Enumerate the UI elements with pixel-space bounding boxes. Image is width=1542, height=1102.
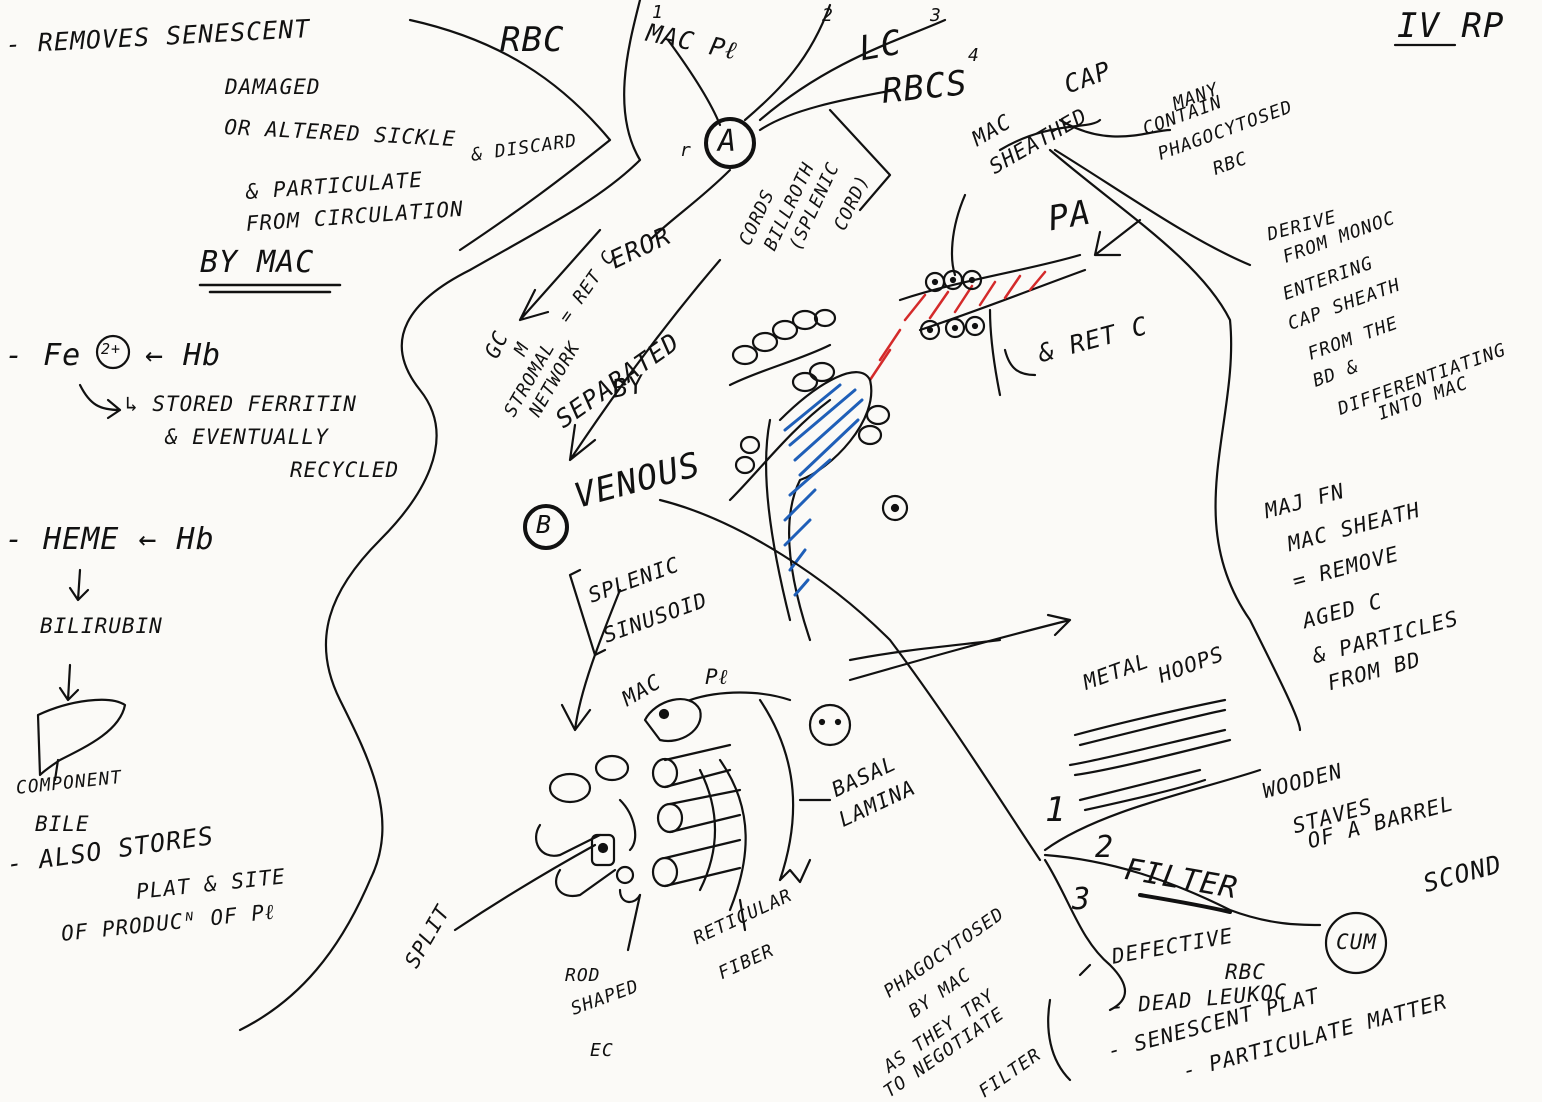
heme-line: - HEME ← Hb — [5, 522, 215, 557]
filter-underline — [1138, 893, 1232, 914]
cum-label: CUM — [1336, 930, 1377, 954]
arrow-to-gc — [518, 228, 602, 322]
circle-a — [704, 117, 756, 169]
sinus-blue-hatch — [783, 383, 864, 597]
ret-c-line — [1003, 348, 1037, 377]
circle-b-label: B — [536, 510, 553, 539]
fe-charge-circle — [95, 334, 131, 370]
sheath-cells — [919, 269, 986, 341]
fe-arrow — [78, 383, 122, 420]
fe-stored: ↳ STORED FERRITIN — [125, 392, 357, 416]
by-mac-underline — [198, 283, 342, 294]
phago-bracket — [1047, 998, 1072, 1082]
metal-hoop-3 — [1078, 768, 1207, 812]
bilirubin-arrow — [58, 663, 80, 702]
filter-line-3 — [1043, 858, 1126, 1012]
line-a-mac — [666, 38, 722, 127]
vessel-lower — [918, 268, 1087, 332]
fe-recycled: RECYCLED — [290, 458, 400, 482]
cap-line — [998, 118, 1102, 152]
r-label: r — [680, 140, 692, 161]
lc-label: LC — [856, 22, 906, 70]
filter-line-1 — [1043, 768, 1262, 852]
cum-circle — [1324, 911, 1388, 975]
venous-to-filter-line — [658, 498, 1042, 862]
note-removes-line2: DAMAGED — [225, 75, 321, 99]
cords-bracket — [828, 108, 892, 212]
rod-shaped-3: EC — [590, 1040, 614, 1061]
bilirubin-label: BILIRUBIN — [40, 614, 163, 638]
line-a-rbcs — [758, 88, 897, 132]
lc-number: 3 — [930, 5, 942, 26]
line-a-lc — [758, 18, 947, 122]
liver-icon — [36, 698, 127, 777]
liver-to-bile — [53, 758, 60, 782]
sinusoid-bracket — [568, 568, 607, 657]
rbc-label: RBC — [500, 20, 565, 60]
pl-label: Pℓ — [705, 665, 729, 689]
spleen-outline-right — [1048, 148, 1302, 732]
metal-hoop-2 — [1068, 728, 1232, 777]
sinus-line — [728, 398, 832, 502]
circle-b — [523, 504, 569, 550]
many-contain-line — [1058, 118, 1172, 138]
fe-line: - Fe — [5, 338, 82, 373]
vessel-branch — [988, 308, 1002, 397]
fe-eventually: & EVENTUALLY — [165, 425, 329, 449]
curve-a-down — [648, 168, 732, 242]
fe-charge: 2+ — [101, 340, 122, 358]
circle-a-label: A — [718, 124, 738, 159]
metal-hoop-1 — [1073, 698, 1227, 747]
mac-pl-number-2: 2 — [822, 5, 834, 26]
bile-label-2: BILE — [35, 812, 90, 836]
rbcs-number: 4 — [968, 45, 980, 66]
rod-shaped-1: ROD — [565, 965, 601, 986]
line-a-rbc — [408, 18, 612, 252]
note-by-mac: BY MAC — [200, 245, 315, 280]
spleen-outline-left — [238, 0, 642, 1032]
sinus-blue-outline — [764, 371, 873, 642]
cord-line — [728, 343, 832, 387]
mac-sheath-line — [950, 193, 967, 277]
hoops-line-2 — [848, 638, 1002, 662]
derive-line — [1053, 148, 1252, 267]
pa-arrow — [1093, 218, 1142, 257]
hoops-arrow — [848, 613, 1072, 682]
filter-line-2 — [1043, 853, 1322, 927]
by-label: BY — [610, 369, 647, 404]
dash-mark — [1078, 963, 1092, 977]
arrow-to-cross-section — [560, 588, 622, 732]
heme-arrow — [68, 568, 90, 602]
filter-num-3: 3 — [1072, 882, 1092, 917]
vessel-red-hatch — [868, 270, 1047, 382]
sinus-cells — [734, 361, 909, 522]
sinus-cross-section — [453, 691, 852, 952]
mac-pl-number: 1 — [652, 2, 664, 23]
pa-label: PA — [1045, 192, 1095, 240]
filter-num-2: 2 — [1095, 830, 1115, 865]
arrow-separated — [568, 258, 722, 462]
page-title: IV RP — [1397, 6, 1505, 46]
line-a-top — [743, 3, 832, 122]
filter-num-1: 1 — [1045, 790, 1067, 830]
fe-from-hb: ← Hb — [145, 338, 222, 373]
defective-2: RBC — [1225, 960, 1266, 984]
vessel-upper — [898, 253, 1082, 302]
cord-cells — [731, 308, 837, 366]
